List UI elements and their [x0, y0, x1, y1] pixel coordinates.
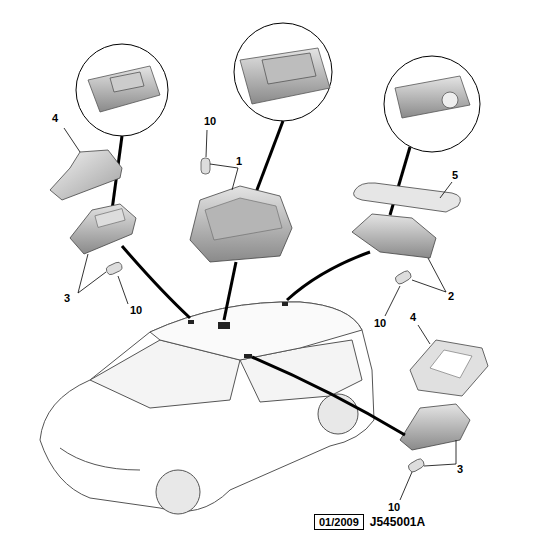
callout-number: 10 [374, 318, 386, 329]
callout-number: 4 [52, 113, 58, 124]
callout-number: 4 [410, 312, 416, 323]
callout-number: 5 [452, 170, 458, 181]
callout-number: 3 [457, 464, 463, 475]
callout-number: 3 [64, 293, 70, 304]
callout-number: 10 [388, 502, 400, 513]
callout-number: 10 [204, 116, 216, 127]
callout-number: 1 [236, 156, 242, 167]
reference-code: J545001A [370, 516, 425, 528]
date-text: 01/2009 [319, 516, 359, 528]
callout-number: 10 [130, 305, 142, 316]
callout-number: 2 [448, 291, 454, 302]
date-box: 01/2009 [314, 514, 364, 530]
